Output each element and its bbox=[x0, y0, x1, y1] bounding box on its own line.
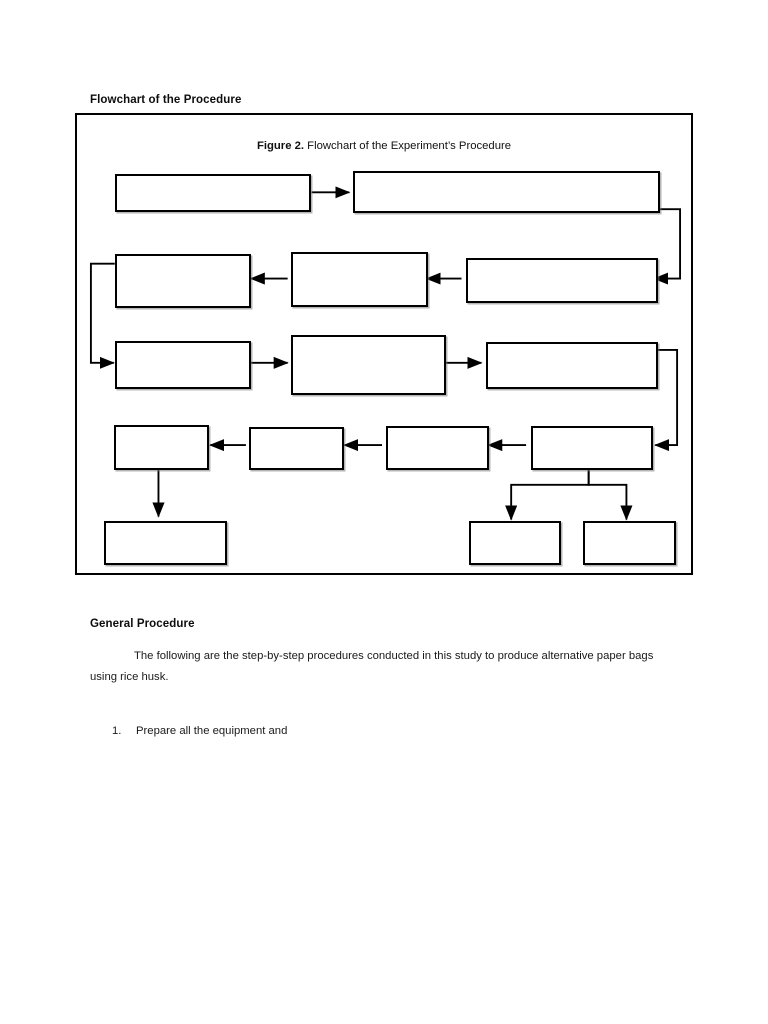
flow-box-7-label bbox=[293, 337, 444, 345]
flow-box-13[interactable] bbox=[104, 521, 227, 565]
connector-8-9 bbox=[654, 349, 679, 452]
flow-box-6-label bbox=[117, 343, 249, 351]
connector-9-fork-right bbox=[587, 466, 633, 521]
flow-box-12[interactable] bbox=[114, 425, 209, 470]
connector-9-fork-left bbox=[505, 466, 590, 521]
page-heading-flowchart: Flowchart of the Procedure bbox=[90, 94, 242, 106]
flow-box-12-label bbox=[116, 427, 207, 435]
flow-box-5[interactable] bbox=[115, 254, 251, 308]
list-item: 1. Prepare all the equipment and bbox=[112, 722, 287, 740]
paragraph-intro-text: The following are the step-by-step proce… bbox=[90, 650, 654, 683]
flow-box-14[interactable] bbox=[469, 521, 561, 565]
figure-caption-label: Figure 2. bbox=[256, 140, 305, 152]
flow-box-15[interactable] bbox=[583, 521, 676, 565]
flow-box-2[interactable] bbox=[353, 171, 660, 213]
flow-box-11[interactable] bbox=[249, 427, 344, 470]
flow-box-7[interactable] bbox=[291, 335, 446, 395]
flow-box-5-label bbox=[117, 256, 249, 264]
flow-box-3-label bbox=[468, 260, 656, 268]
flow-box-1[interactable] bbox=[115, 174, 311, 212]
flow-box-4-label bbox=[293, 254, 426, 262]
flow-box-2-label bbox=[355, 173, 658, 181]
figure-frame: Figure 2. Flowchart of the Experiment’s … bbox=[75, 113, 693, 575]
flow-box-9[interactable] bbox=[531, 426, 653, 470]
flow-box-14-label bbox=[471, 523, 559, 531]
flow-box-3[interactable] bbox=[466, 258, 658, 303]
flow-box-4[interactable] bbox=[291, 252, 428, 307]
flow-box-10[interactable] bbox=[386, 426, 489, 470]
figure-caption: Figure 2. Flowchart of the Experiment’s … bbox=[77, 140, 691, 152]
figure-caption-text: Flowchart of the Experiment’s Procedure bbox=[304, 140, 512, 152]
list-item-text: Prepare all the equipment and bbox=[136, 725, 288, 737]
connector-2-3 bbox=[653, 208, 682, 285]
flow-box-6[interactable] bbox=[115, 341, 251, 389]
connector-5-6 bbox=[89, 262, 115, 369]
flow-box-13-label bbox=[106, 523, 225, 531]
flow-box-10-label bbox=[388, 428, 487, 436]
flowchart-connectors bbox=[89, 186, 682, 521]
flow-box-11-label bbox=[251, 429, 342, 437]
flow-box-8[interactable] bbox=[486, 342, 658, 389]
flow-box-9-label bbox=[533, 428, 651, 436]
page-heading-general-procedure: General Procedure bbox=[90, 618, 195, 630]
flow-box-15-label bbox=[585, 523, 674, 531]
list-item-number: 1. bbox=[112, 725, 122, 737]
flowchart-diagram bbox=[77, 115, 691, 573]
flow-box-1-label bbox=[117, 176, 309, 184]
paragraph-intro: The following are the step-by-step proce… bbox=[90, 646, 660, 688]
flow-box-8-label bbox=[488, 344, 656, 352]
